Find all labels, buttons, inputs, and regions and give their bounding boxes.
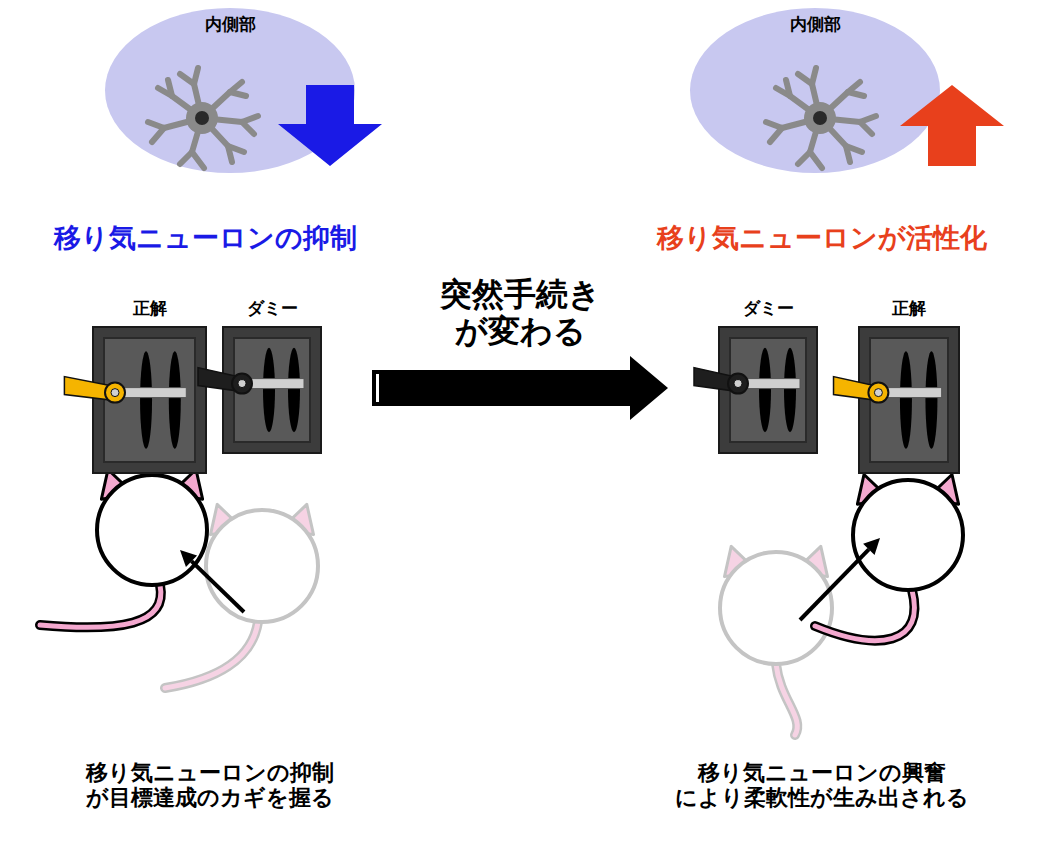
rat-figure: [40, 470, 207, 628]
movement-arrowhead: [863, 538, 880, 555]
rat-head: [853, 480, 963, 590]
neuron-icon: [766, 68, 876, 168]
caption-note: 移り気ニューロンの抑制 が目標達成のカギを握る: [79, 760, 341, 811]
lever-box: ダミー: [718, 298, 818, 454]
region-ellipse: [690, 8, 940, 173]
neuron-dendrite: [798, 74, 812, 84]
lever-pivot-center: [111, 389, 119, 397]
neuron-dendrite: [242, 122, 254, 134]
lever-frame: [93, 327, 206, 473]
neuron-nucleus: [813, 111, 827, 125]
neuron-dendrite: [770, 128, 782, 142]
neuron-icon: [148, 68, 258, 168]
lever-pivot-center: [238, 380, 246, 388]
lever-label: ダミー: [222, 298, 322, 318]
lever-pivot-center: [874, 389, 882, 397]
lever-box: 正解: [92, 298, 207, 474]
brain-region: 内側部: [690, 8, 940, 173]
rat-tail: [40, 585, 161, 627]
lever-slot: [288, 348, 300, 432]
transition-label: 突然手続き が変わる: [425, 276, 615, 350]
transition-arrow: [372, 356, 668, 420]
rat-figure: [815, 475, 963, 641]
rat-tail-outline: [165, 622, 258, 688]
rat-tail: [776, 664, 797, 735]
lever-illustration: [222, 326, 322, 454]
lever-slot: [925, 352, 937, 450]
rat-head: [720, 552, 832, 664]
decrease-arrow: [278, 85, 382, 166]
lever-illustration: [718, 326, 818, 454]
increase-arrow: [900, 85, 1004, 166]
lever-pivot: [728, 374, 748, 394]
neuron-dendrite: [228, 146, 244, 152]
neuron-soma: [804, 102, 836, 134]
neuron-dendrite: [846, 146, 862, 152]
lever-illustration: [92, 326, 207, 474]
rat-head: [206, 510, 318, 622]
lever-label: 正解: [92, 298, 207, 318]
neuron-dendrite: [810, 152, 822, 168]
lever-pivot: [868, 383, 888, 403]
neuron-dendrite: [152, 128, 164, 142]
lever-panel: [104, 338, 195, 462]
neuron-dendrite: [168, 80, 172, 96]
lever-slot: [263, 348, 275, 432]
lever-pivot-center: [734, 380, 742, 388]
lever-label: ダミー: [718, 298, 818, 318]
rat-tail-outline: [776, 664, 797, 735]
arrow-notch: [376, 374, 379, 402]
lever-box: ダミー: [222, 298, 322, 454]
movement-arrow: [800, 549, 869, 620]
region-name: 内側部: [105, 8, 355, 34]
rat-figure: [720, 546, 832, 735]
lever-slot: [784, 348, 796, 432]
lever-slot: [169, 352, 181, 450]
lever-frame: [223, 327, 321, 453]
neuron-dendrite: [180, 74, 194, 84]
rat-tail-outline: [40, 585, 161, 627]
lever-pivot: [105, 383, 125, 403]
brain-region: 内側部: [105, 8, 355, 173]
lever-slot: [900, 352, 912, 450]
lever-slot: [759, 348, 771, 432]
lever-frame: [719, 327, 817, 453]
neuron-dendrite: [786, 80, 790, 96]
lever-pivot: [232, 374, 252, 394]
movement-arrowhead: [180, 550, 197, 567]
lever-label: 正解: [858, 298, 960, 318]
rat-tail: [815, 590, 914, 641]
rat-tail: [165, 622, 258, 688]
neuron-soma: [186, 102, 218, 134]
region-name: 内側部: [690, 8, 940, 34]
rat-tail-outline: [815, 590, 914, 641]
neuron-dendrite: [848, 92, 864, 96]
neuron-nucleus: [195, 111, 209, 125]
lever-frame: [859, 327, 959, 473]
status-label: 移り気ニューロンの抑制: [54, 222, 357, 253]
rat-head: [97, 475, 207, 585]
movement-arrow: [191, 561, 244, 612]
neuron-dendrite: [192, 152, 204, 168]
lever-slot: [140, 352, 152, 450]
caption-note: 移り気ニューロンの興奮 により柔軟性が生み出される: [666, 760, 978, 811]
neuron-dendrite: [230, 92, 246, 96]
status-label: 移り気ニューロンが活性化: [657, 222, 987, 253]
lever-illustration: [858, 326, 960, 474]
lever-box: 正解: [858, 298, 960, 474]
neuron-dendrite: [860, 122, 872, 134]
